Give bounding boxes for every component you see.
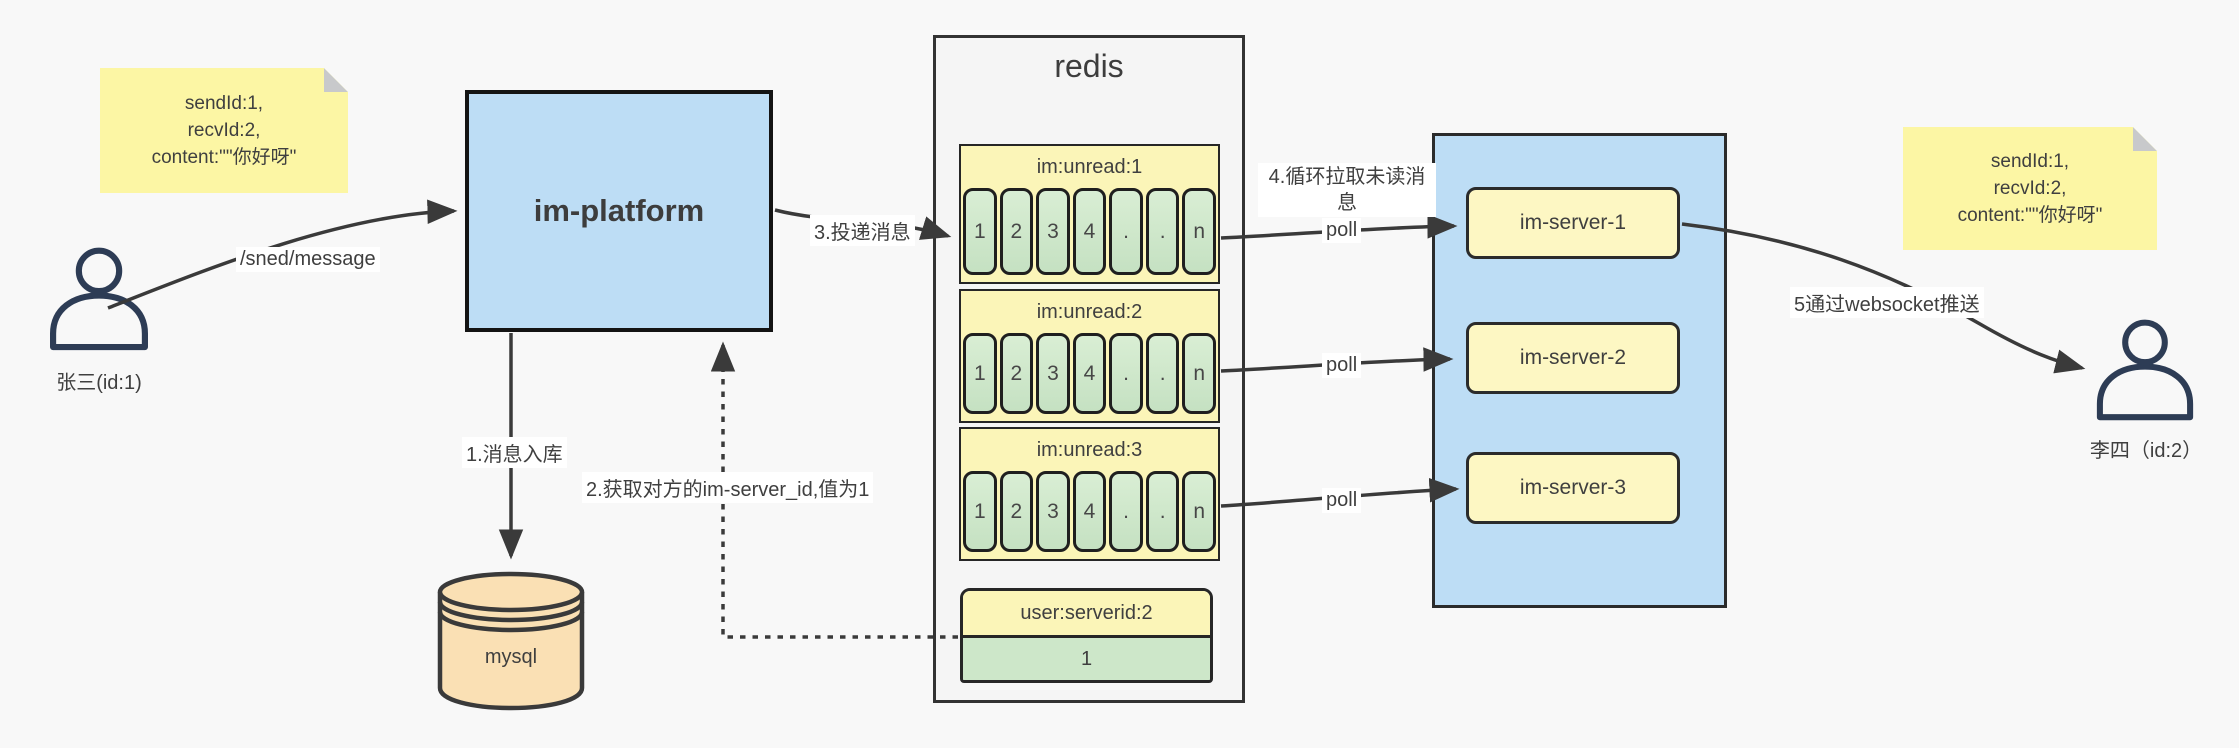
im-server-3-label: im-server-3	[1519, 476, 1627, 499]
im-server-1-label: im-server-1	[1519, 211, 1627, 234]
queue-2-key: im:unread:2	[1036, 300, 1143, 323]
mysql-label: mysql	[484, 646, 538, 668]
queue-cell: 2	[999, 333, 1034, 414]
queue-cell: 3	[1036, 333, 1070, 414]
im-platform-label: im-platform	[533, 193, 705, 228]
queue-cell: 1	[963, 333, 997, 414]
queue-cell: .	[1109, 333, 1143, 414]
queue-cell: 4	[1072, 188, 1107, 275]
sender-label: 张三(id:1)	[56, 372, 142, 394]
note-line: sendId:1,	[1990, 151, 2070, 172]
queue-cell: .	[1145, 188, 1180, 275]
queue-cell: 1	[963, 188, 997, 275]
poll-label-1: poll	[1322, 218, 1362, 243]
redis-queue-2: im:unread:2 1 2 3 4 . . n	[959, 289, 1220, 423]
queue-cell: 3	[1036, 471, 1070, 552]
database-cylinder-icon	[437, 571, 585, 711]
sticky-note-right: sendId:1, recvId:2, content:""你好呀"	[1903, 127, 2157, 250]
redis-title: redis	[1054, 48, 1124, 84]
queue-cell: .	[1109, 188, 1143, 275]
queue-3-cells: 1 2 3 4 . . n	[961, 471, 1218, 552]
kv-key: user:serverid:2	[963, 591, 1210, 638]
step4-label: 4.循环拉取未读消息	[1258, 163, 1436, 217]
note-line: recvId:2,	[187, 120, 261, 141]
note-line: sendId:1,	[184, 93, 264, 114]
queue-cell: n	[1182, 471, 1217, 552]
im-server-2-label: im-server-2	[1519, 346, 1627, 369]
queue-cell: n	[1182, 333, 1217, 414]
queue-cell: 4	[1072, 333, 1107, 414]
sticky-note-left: sendId:1, recvId:2, content:""你好呀"	[100, 68, 348, 193]
queue-cell: 3	[1036, 188, 1070, 275]
receiver-label: 李四（id:2）	[2089, 440, 2203, 462]
queue-cell: 2	[999, 471, 1034, 552]
user-icon	[50, 247, 149, 351]
redis-kv-box: user:serverid:2 1	[960, 588, 1213, 683]
redis-queue-3: im:unread:3 1 2 3 4 . . n	[959, 427, 1220, 561]
note-line: content:""你好呀"	[1957, 205, 2103, 226]
queue-2-cells: 1 2 3 4 . . n	[961, 333, 1218, 414]
send-api-label: /sned/message	[236, 247, 380, 272]
redis-queue-1: im:unread:1 1 2 3 4 . . n	[959, 144, 1220, 284]
kv-value: 1	[963, 638, 1210, 680]
queue-cell: .	[1145, 333, 1180, 414]
im-server-2-node: im-server-2	[1466, 322, 1680, 394]
poll-label-3: poll	[1322, 488, 1362, 513]
queue-cell: 4	[1072, 471, 1107, 552]
note-line: content:""你好呀"	[151, 147, 297, 168]
step5-label: 5通过websocket推送	[1790, 287, 1984, 318]
queue-1-cells: 1 2 3 4 . . n	[961, 188, 1218, 275]
queue-1-key: im:unread:1	[1036, 155, 1143, 178]
poll-label-2: poll	[1322, 353, 1362, 378]
queue-cell: n	[1182, 188, 1217, 275]
step2-label: 2.获取对方的im-server_id,值为1	[582, 472, 874, 503]
step1-label: 1.消息入库	[462, 437, 567, 468]
queue-cell: 1	[963, 471, 997, 552]
step3-label: 3.投递消息	[810, 215, 915, 246]
queue-cell: .	[1145, 471, 1180, 552]
queue-cell: .	[1109, 471, 1143, 552]
im-platform-node: im-platform	[465, 90, 773, 332]
note-line: recvId:2,	[1993, 178, 2067, 199]
queue-3-key: im:unread:3	[1036, 438, 1143, 461]
im-server-3-node: im-server-3	[1466, 452, 1680, 524]
queue-cell: 2	[999, 188, 1034, 275]
im-server-1-node: im-server-1	[1466, 187, 1680, 259]
user-icon	[2096, 319, 2194, 421]
